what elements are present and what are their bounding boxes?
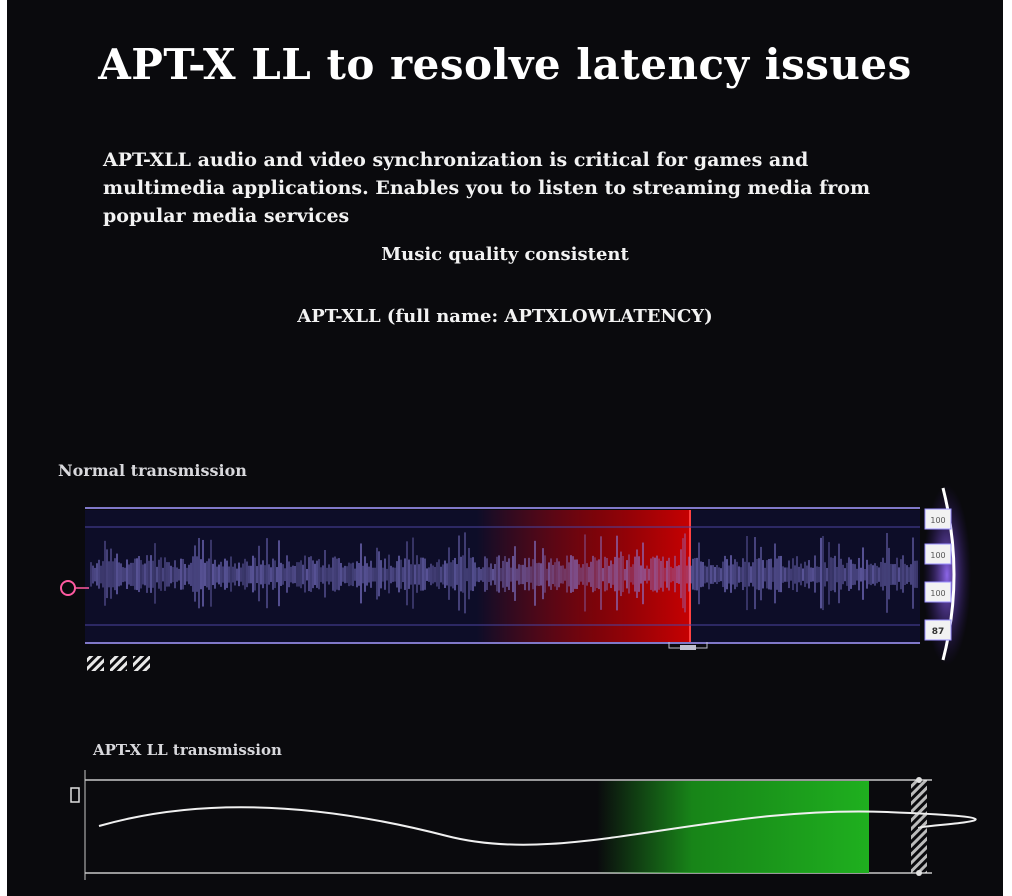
playhead-icon [60,580,76,596]
aptx-output-hatch [911,780,927,873]
hatch-square-icon [87,656,104,671]
full-name-caption: APT-XLL (full name: APTXLOWLATENCY) [297,306,713,327]
normal-transmission-diagram: 100 100 100 87 [60,485,977,880]
packet-label: 100 [930,589,945,598]
packet-box [924,619,952,641]
hatch-square-icon [133,656,150,671]
packet-label: 87 [932,627,945,637]
packet-box [924,543,952,565]
aptx-transmission-label: APT-X LL transmission [93,741,282,759]
normal-transmission-label: Normal transmission [58,461,247,480]
infographic-panel: APT-X LL to resolve latency issues APT-X… [7,0,1003,896]
packet-box [924,581,952,603]
packet-stack: 100 100 100 87 [924,508,952,641]
packet-label: 100 [930,551,945,560]
aptx-source-icon [70,787,80,803]
music-quality-caption: Music quality consistent [381,244,629,265]
aptx-transmission-diagram [70,770,977,880]
audio-waveform [90,532,918,614]
packet-label: 100 [930,516,945,525]
smooth-audio-wave [98,806,977,846]
lowlatency-green-zone [597,781,869,873]
description-text: APT-XLL audio and video synchronization … [103,149,871,227]
page-title: APT-X LL to resolve latency issues [98,40,912,89]
hatch-square-icon [110,656,127,671]
packet-box [924,508,952,530]
